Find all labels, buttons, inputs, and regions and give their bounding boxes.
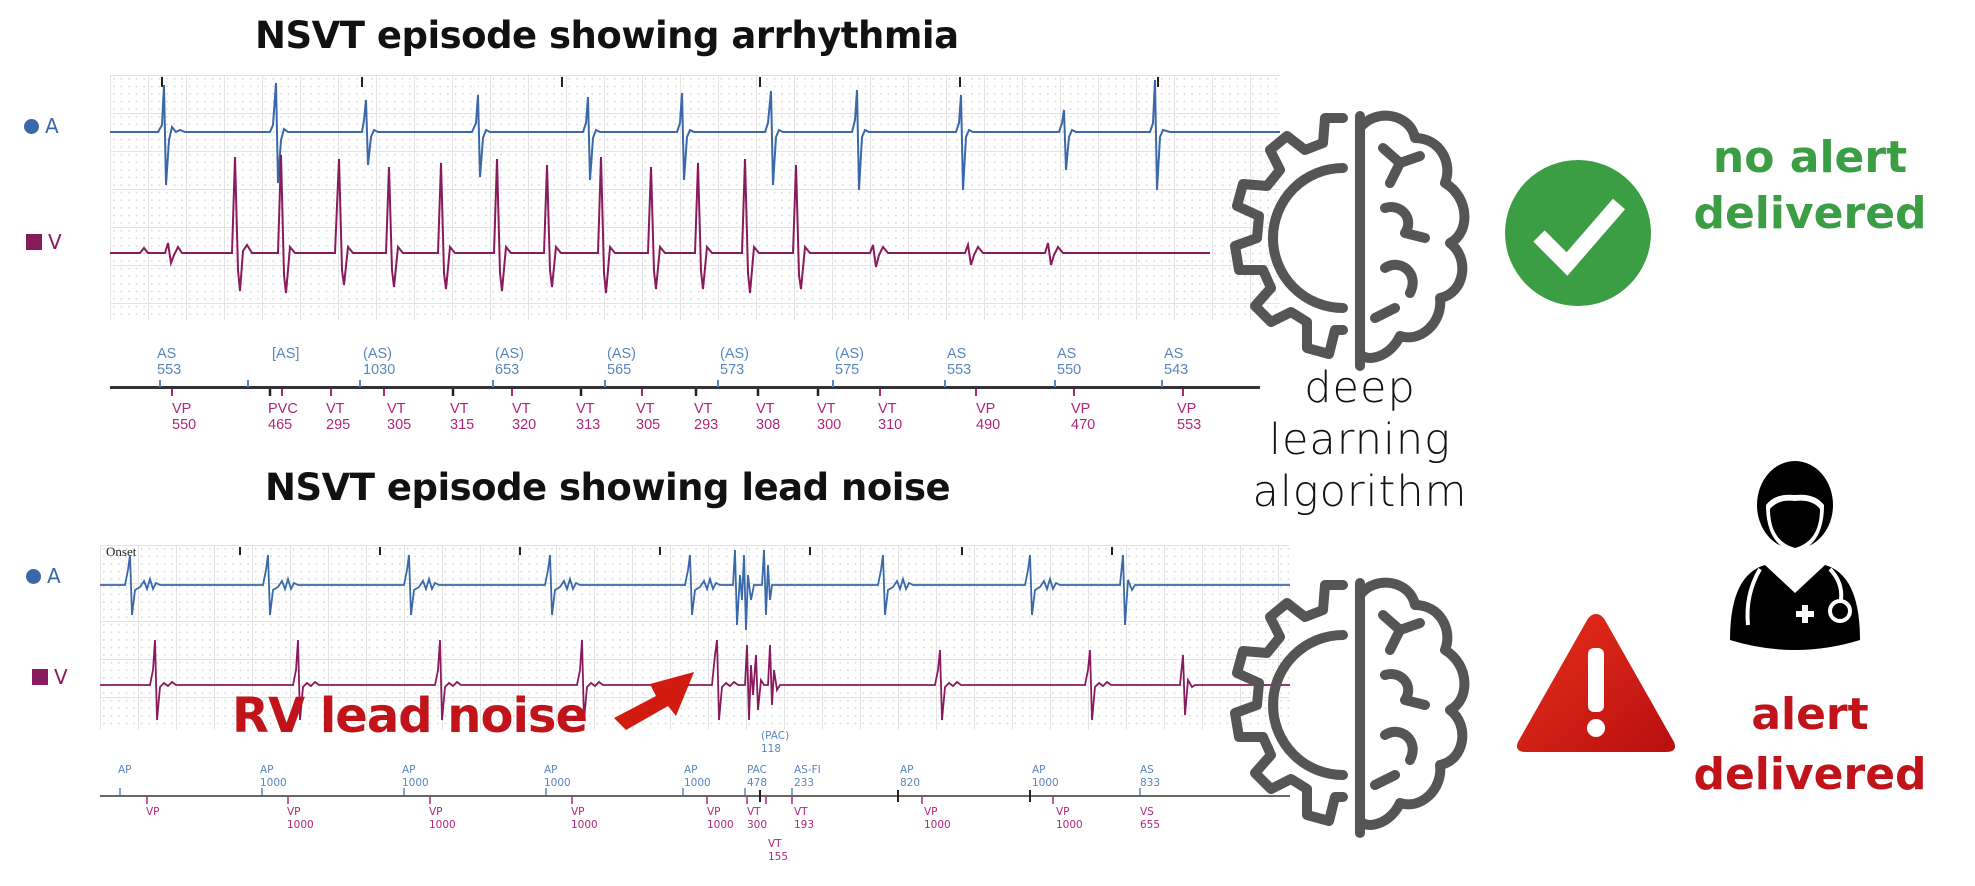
status-line-1: alert <box>1751 689 1869 740</box>
marker-atrial: (AS)653 <box>495 346 524 378</box>
top-egm-waveforms <box>110 77 1280 294</box>
marker-atrial: (AS)575 <box>835 346 864 378</box>
marker-atrial: (AS)565 <box>607 346 636 378</box>
bottom-panel-title: NSVT episode showing lead noise <box>265 466 951 509</box>
top-lead-v-label: V <box>26 230 62 254</box>
atrial-dot-icon <box>24 118 39 134</box>
lead-v-text: V <box>48 230 62 254</box>
marker-ventricular: VP <box>146 806 160 818</box>
status-line-2: delivered <box>1693 188 1927 239</box>
ventricular-square-icon <box>26 234 42 250</box>
ventricular-square-icon <box>32 669 48 685</box>
atrial-dot-icon <box>26 568 41 584</box>
marker-atrial: (PAC)118 <box>761 730 790 755</box>
lead-a-text: A <box>45 114 59 138</box>
marker-atrial: AP <box>118 764 132 776</box>
lead-a-text: A <box>47 564 61 588</box>
bottom-marker-axis <box>100 795 1290 797</box>
marker-atrial: (AS)573 <box>720 346 749 378</box>
status-line-1: no alert <box>1712 132 1908 183</box>
top-egm-strip <box>110 75 1280 320</box>
algorithm-line-3: algorithm <box>1252 467 1468 517</box>
check-circle-icon <box>1505 160 1651 306</box>
alert-status: alert delivered <box>1660 685 1960 805</box>
top-panel-title: NSVT episode showing arrhythmia <box>255 14 959 57</box>
algorithm-label: deep learning algorithm <box>1210 362 1510 518</box>
arrow-icon <box>614 672 694 730</box>
bottom-marker-ticks <box>119 788 1141 804</box>
lead-v-text: V <box>54 665 68 689</box>
rv-lead-noise-annotation: RV lead noise <box>232 688 588 744</box>
onset-label: Onset <box>106 544 137 559</box>
marker-atrial: [AS] <box>272 346 300 362</box>
status-line-2: delivered <box>1693 749 1927 800</box>
top-marker-axis <box>110 386 1260 389</box>
top-marker-ticks <box>159 380 1184 396</box>
algorithm-line-2: learning <box>1269 415 1451 465</box>
marker-atrial: (AS)1030 <box>363 346 396 378</box>
no-alert-status: no alert delivered <box>1650 130 1970 242</box>
warning-triangle-icon <box>1517 614 1675 752</box>
top-lead-a-label: A <box>24 114 59 138</box>
bottom-lead-a-label: A <box>26 564 61 588</box>
gear-brain-icon-bottom <box>1230 577 1470 838</box>
doctor-icon <box>1730 461 1860 650</box>
bottom-egm-waveforms <box>100 547 1290 721</box>
algorithm-line-1: deep <box>1304 363 1416 413</box>
bottom-lead-v-label: V <box>32 665 68 689</box>
gear-brain-icon-top <box>1230 110 1470 371</box>
